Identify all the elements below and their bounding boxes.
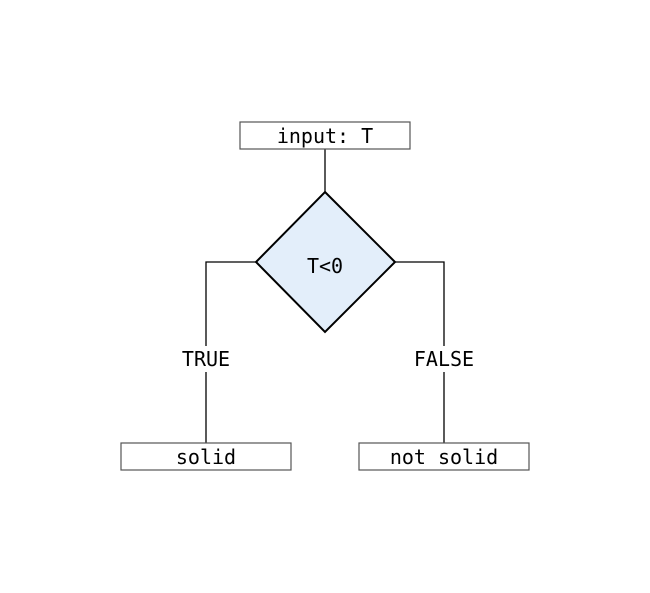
input-node-label: input: T (277, 124, 373, 148)
input-box (239, 121, 411, 150)
input-node: input: T (239, 121, 411, 150)
false-result-label: not solid (390, 445, 498, 469)
false-edge-label: FALSE (414, 347, 474, 371)
true-result-node: solid (120, 442, 292, 471)
connector-true-branch (205, 261, 256, 443)
false-result-node: not solid (358, 442, 530, 471)
false-result-box (358, 442, 530, 471)
true-edge-label: TRUE (182, 347, 230, 371)
false-label-background (400, 346, 488, 372)
decision-node: T<0 (254, 190, 397, 334)
connector-false-branch (395, 261, 445, 443)
true-result-box (120, 442, 292, 471)
decision-node-label: T<0 (307, 254, 343, 278)
true-label-background (172, 346, 240, 372)
decision-diamond (254, 190, 397, 334)
true-edge-label-group: TRUE (172, 346, 240, 372)
true-result-label: solid (176, 445, 236, 469)
false-edge-label-group: FALSE (400, 346, 488, 372)
